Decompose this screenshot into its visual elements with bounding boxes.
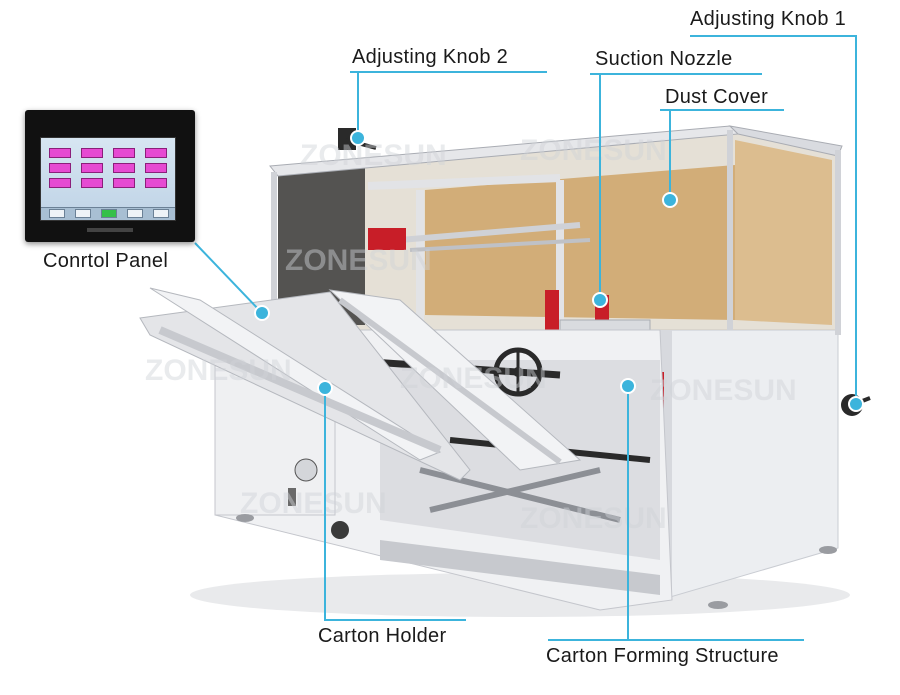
suction-rod-1	[399, 222, 581, 243]
panel-button	[145, 148, 167, 158]
callout-dot-knob1	[848, 396, 864, 412]
panel-nav-bar	[41, 207, 175, 220]
panel-button	[81, 148, 103, 158]
callout-line-panel	[194, 242, 263, 314]
callout-dot-holder	[317, 380, 333, 396]
carton-holder-bar	[158, 326, 442, 454]
left-dark-panel	[278, 165, 365, 325]
label-carton-forming-structure: Carton Forming Structure	[546, 645, 779, 667]
panel-nav-tab	[101, 209, 117, 218]
callout-dot-dust	[662, 192, 678, 208]
callout-dot-panel	[254, 305, 270, 321]
watermark: ZONESUN	[285, 244, 432, 277]
panel-button	[113, 178, 135, 188]
panel-nav-tab	[75, 209, 91, 218]
callout-dot-knob2	[350, 130, 366, 146]
red-bracket-1	[368, 228, 406, 250]
watermark: ZONESUN	[650, 374, 797, 407]
control-panel-screen	[25, 110, 195, 242]
callout-lines	[194, 35, 857, 641]
label-adjusting-knob-1: Adjusting Knob 1	[690, 8, 847, 30]
suction-rod-2	[409, 238, 591, 252]
label-control-panel: Conrtol Panel	[43, 250, 169, 272]
watermark: ZONESUN	[520, 502, 667, 535]
frame-beam-inner	[367, 174, 561, 190]
panel-nav-tab	[153, 209, 169, 218]
callout-line-forming	[548, 386, 804, 641]
watermark: ZONESUN	[400, 362, 547, 395]
caster-wheel-icon	[331, 521, 349, 539]
watermark: ZONESUN	[300, 139, 447, 172]
callout-line-knob1	[690, 35, 857, 404]
callout-dots	[254, 130, 864, 412]
watermark: ZONESUN	[240, 487, 387, 520]
label-suction-nozzle: Suction Nozzle	[595, 48, 733, 70]
label-carton-holder: Carton Holder	[318, 625, 447, 647]
callout-dot-nozzle	[592, 292, 608, 308]
cardboard-right	[735, 140, 832, 325]
foot-3	[819, 546, 837, 554]
carton-holder-bar-2	[338, 297, 562, 465]
handwheel-icon	[493, 347, 543, 397]
watermark: ZONESUN	[520, 134, 667, 167]
control-panel-display	[40, 137, 176, 221]
watermark: ZONESUN	[145, 354, 292, 387]
cabinet-port	[294, 458, 318, 482]
under-brace-2	[429, 467, 601, 513]
under-brace-1	[419, 467, 621, 523]
label-dust-cover: Dust Cover	[665, 86, 769, 108]
panel-button	[81, 178, 103, 188]
panel-button	[81, 163, 103, 173]
panel-button	[49, 148, 71, 158]
panel-button	[49, 178, 71, 188]
base-lower-rail	[380, 540, 660, 595]
panel-button	[49, 163, 71, 173]
callout-line-holder	[324, 388, 466, 621]
foot-1	[236, 514, 254, 522]
panel-nav-tab	[127, 209, 143, 218]
panel-nav-tab	[49, 209, 65, 218]
callout-dot-forming	[620, 378, 636, 394]
cabinet-slot	[288, 488, 296, 506]
panel-button	[113, 148, 135, 158]
panel-button	[145, 178, 167, 188]
label-adjusting-knob-2: Adjusting Knob 2	[352, 46, 509, 68]
panel-button	[145, 163, 167, 173]
panel-brand-mark	[87, 228, 133, 232]
panel-button	[113, 163, 135, 173]
right-cabinet	[659, 329, 839, 601]
foot-2	[708, 601, 728, 609]
